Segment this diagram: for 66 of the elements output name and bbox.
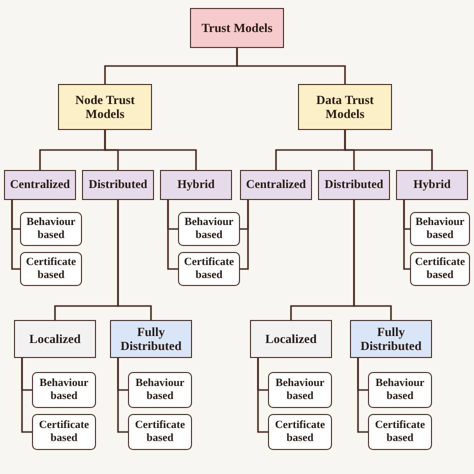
node-label: Certificate based [182,256,236,282]
node-label: Behaviour based [134,377,186,403]
category-box [318,170,390,200]
leaf-box [368,372,432,408]
node-label: Certificate based [274,419,326,445]
node-label: Node Trust Models [74,92,136,122]
node-label: Certificate based [374,419,426,445]
leaf-box [368,414,432,450]
node-label: Distributed [88,178,148,192]
node-label: Certificate based [24,256,78,282]
leaf-box [178,212,240,246]
leaf-box [178,252,240,286]
leaf-box [410,212,470,246]
node-label: Localized [265,332,317,346]
category-box [396,170,468,200]
connector-line [11,200,20,270]
connector-line [403,200,410,270]
node-label: Fully Distributed [359,324,423,354]
connector-line [167,200,178,270]
node-label: Trust Models [202,20,272,36]
category-box [58,84,152,130]
connector-line [353,200,392,320]
leaf-box [20,212,82,246]
node-label: Behaviour based [274,377,326,403]
node-label: Hybrid [413,178,451,192]
node-label: Behaviour based [184,216,234,242]
node-label: Certificate based [134,419,186,445]
node-label: Localized [29,332,81,346]
node-label: Certificate based [414,256,466,282]
category-box [160,170,232,200]
node-label: Distributed [324,178,384,192]
connector-line [104,130,197,170]
leaf-box [128,372,192,408]
category-box [110,320,192,358]
node-label: Behaviour based [26,216,76,242]
category-box [240,170,312,200]
leaf-box [268,414,332,450]
connector-line [257,358,268,433]
connector-line [344,130,433,170]
node-label: Behaviour based [38,377,90,403]
leaf-box [268,372,332,408]
category-box [250,320,332,358]
node-label: Behaviour based [374,377,426,403]
connector-line [240,200,249,270]
leaf-box [32,414,96,450]
leaf-box [20,252,82,286]
category-box [350,320,432,358]
connector-line [236,48,346,84]
category-box [14,320,96,358]
leaf-box [128,414,192,450]
node-label: Centralized [246,178,306,192]
node-label: Data Trust Models [315,92,375,122]
node-label: Centralized [10,178,70,192]
connector-line [357,358,368,433]
category-box [190,8,284,48]
category-box [4,170,76,200]
category-box [298,84,392,130]
node-label: Fully Distributed [119,324,183,354]
connector-line [117,358,128,433]
category-box [82,170,154,200]
node-label: Certificate based [38,419,90,445]
leaf-box [32,372,96,408]
node-label: Behaviour based [414,216,466,242]
connector-line [117,200,152,320]
connector-line [21,358,32,433]
node-label: Hybrid [177,178,215,192]
